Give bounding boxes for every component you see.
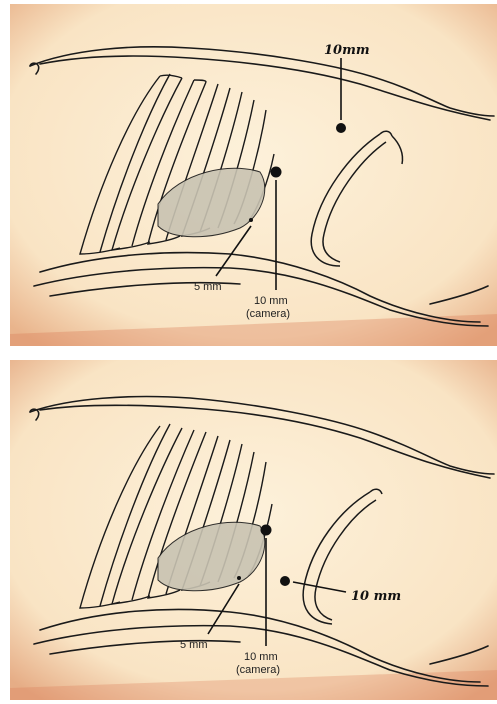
port-marker-10mm-camera [261,525,272,536]
port-marker-10mm-upper [336,123,346,133]
label-5mm: 5 mm [194,281,222,293]
port-marker-5mm [249,218,253,222]
diagram-bottom-svg: 10 mm (camera) 5 mm 10 mm [10,360,497,700]
label-10mm-camera-note: (camera) [246,308,290,320]
diagram-panel-bottom: 10 mm (camera) 5 mm 10 mm [10,360,497,700]
label-5mm: 5 mm [180,639,208,651]
label-10mm-handwritten: 10mm [324,43,370,58]
port-marker-10mm-camera [271,167,282,178]
port-marker-10mm-lateral [280,576,290,586]
diagram-top-svg: 10mm 10 mm (camera) 5 mm [10,4,497,346]
diagram-panel-top: 10mm 10 mm (camera) 5 mm [10,4,497,346]
label-10mm-camera-note: (camera) [236,664,280,676]
label-10mm-camera-size: 10 mm [244,651,278,663]
label-10mm-camera-size: 10 mm [254,295,288,307]
label-10mm-handwritten: 10 mm [351,589,401,604]
port-marker-5mm [237,576,241,580]
